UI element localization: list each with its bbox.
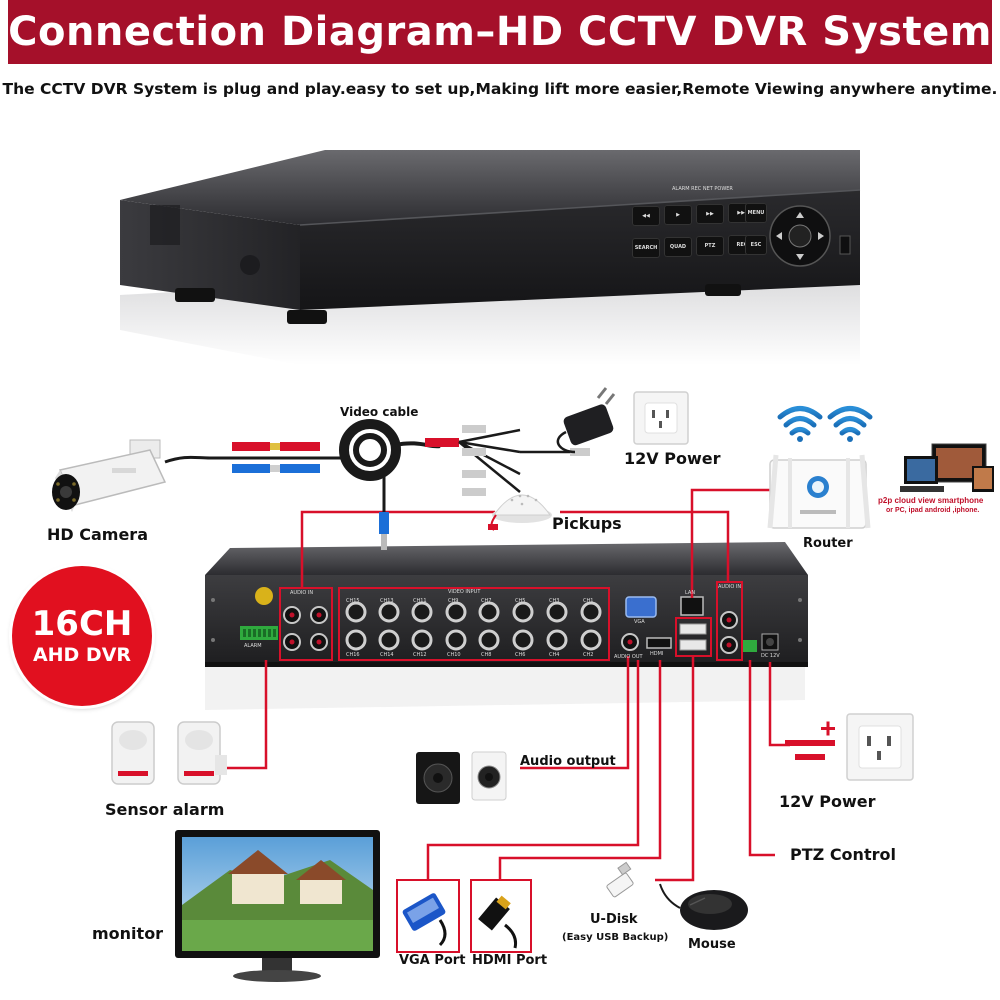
badge-channels: 16CH <box>32 605 133 643</box>
hdmi-label: HDMI <box>650 651 663 657</box>
badge-type: AHD DVR <box>33 643 131 667</box>
speakers <box>416 752 506 804</box>
mouse <box>660 884 748 930</box>
esc-button: ESC <box>745 235 767 255</box>
audio-out-label: AUDIO OUT <box>614 654 643 660</box>
router <box>770 455 868 528</box>
video-input-label: VIDEO INPUT <box>448 589 480 595</box>
fast-forward-button: ▶▶ <box>696 204 724 224</box>
monitor-label: monitor <box>92 924 163 943</box>
channel-badge: 16CH AHD DVR <box>12 566 152 706</box>
ch-label: CH16 <box>346 652 360 658</box>
play-button: ▶ <box>664 205 692 225</box>
ch-label: CH6 <box>515 652 525 658</box>
p2p-line2: or PC, ipad android ,iphone. <box>886 507 979 514</box>
u-disk-sub-label: (Easy USB Backup) <box>562 932 668 943</box>
led-indicators: ALARM REC NET POWER <box>672 186 733 192</box>
audio-output-label: Audio output <box>520 754 616 769</box>
lan-label: LAN <box>685 590 695 596</box>
dvr-front-view <box>120 150 860 365</box>
ch-label: CH13 <box>380 598 394 604</box>
sensor-alarm-label: Sensor alarm <box>105 800 224 819</box>
p2p-devices <box>900 444 994 492</box>
mouse-label: Mouse <box>688 937 736 952</box>
ch-label: CH14 <box>380 652 394 658</box>
search-button: SEARCH <box>632 238 660 258</box>
pickup-microphone <box>488 495 552 530</box>
ch-label: CH4 <box>549 652 559 658</box>
ch-label: CH3 <box>549 598 559 604</box>
vga-label: VGA <box>634 619 645 625</box>
vga-port-label: VGA Port <box>399 953 465 968</box>
ch-label: CH10 <box>447 652 461 658</box>
sensor-alarm-devices <box>112 722 227 784</box>
router-label: Router <box>803 536 853 551</box>
ch-label: CH2 <box>583 652 593 658</box>
u-disk-label: U-Disk <box>590 912 638 927</box>
wifi-icon <box>780 409 870 434</box>
ch-label: CH12 <box>413 652 427 658</box>
p2p-line1: p2p cloud view smartphone <box>878 496 983 505</box>
dc-power-symbol <box>785 722 835 761</box>
u-disk <box>606 862 634 897</box>
ch-label: CH9 <box>448 598 458 604</box>
quad-button: QUAD <box>664 237 692 257</box>
alarm-label: ALARM <box>244 643 262 649</box>
wall-outlet-top <box>634 392 688 444</box>
video-cable <box>165 424 590 550</box>
hd-camera-label: HD Camera <box>47 525 148 544</box>
audio-in-right-label: AUDIO IN <box>718 584 741 590</box>
power-top-label: 12V Power <box>624 449 720 468</box>
wall-outlet-right <box>847 714 913 780</box>
vga-port-box <box>397 880 459 952</box>
hdmi-port-box <box>471 880 531 952</box>
power-right-label: 12V Power <box>779 792 875 811</box>
video-cable-label: Video cable <box>340 405 418 419</box>
hdmi-port-label: HDMI Port <box>472 953 547 968</box>
wifi-dots <box>797 436 853 442</box>
menu-button: MENU <box>745 203 767 223</box>
dc-label: DC 12V <box>761 653 780 659</box>
ch-label: CH7 <box>481 598 491 604</box>
hd-camera <box>52 440 165 512</box>
ptz-control-label: PTZ Control <box>790 845 896 864</box>
rewind-button: ◀◀ <box>632 206 660 226</box>
ch-label: CH15 <box>346 598 360 604</box>
monitor <box>175 830 380 982</box>
ptz-button: PTZ <box>696 236 724 256</box>
ch-label: CH5 <box>515 598 525 604</box>
audio-in-label: AUDIO IN <box>290 590 313 596</box>
ch-label: CH8 <box>481 652 491 658</box>
ch-label: CH11 <box>413 598 427 604</box>
pickups-label: Pickups <box>552 514 622 533</box>
ch-label: CH1 <box>583 598 593 604</box>
power-adapter <box>558 388 615 452</box>
